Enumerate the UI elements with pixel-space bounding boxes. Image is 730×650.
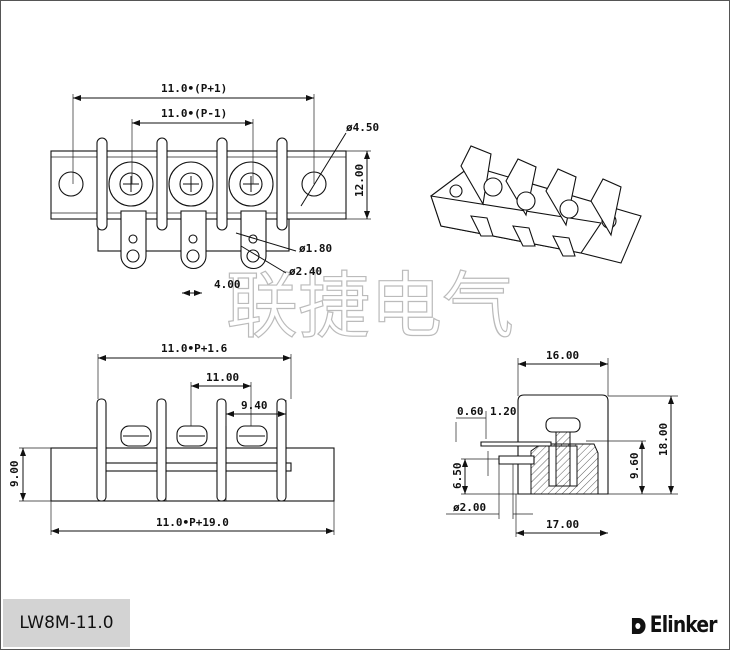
dim-front-pitch: 11.00 bbox=[206, 371, 239, 384]
dim-side-top-width: 16.00 bbox=[546, 349, 579, 362]
screws bbox=[108, 161, 274, 207]
mounting-hole-left bbox=[58, 171, 84, 197]
dim-side-pin-height: 9.60 bbox=[628, 453, 641, 480]
brand-name: Elinker bbox=[650, 613, 718, 638]
isometric-view bbox=[430, 145, 642, 264]
dim-side-total-height: 18.00 bbox=[657, 423, 670, 456]
dim-front-gap: 9.40 bbox=[241, 399, 268, 412]
barriers bbox=[96, 137, 288, 231]
front-body bbox=[50, 447, 335, 502]
dim-side-pin-level: 6.50 bbox=[451, 463, 464, 490]
dim-side-pin-diameter: ø2.00 bbox=[453, 501, 486, 514]
dim-tab-width: 4.00 bbox=[214, 278, 241, 291]
watermark-text: 联捷电气 bbox=[226, 264, 514, 348]
dim-small-hole: ø1.80 bbox=[299, 242, 332, 255]
dim-inner-pitch: 11.0•(P-1) bbox=[161, 107, 227, 120]
front-view: 11.0•P+1.6 11.00 9.40 9.00 11.0•P+19.0 bbox=[8, 342, 335, 535]
dim-front-height: 9.00 bbox=[8, 461, 21, 488]
dim-side-offset: 1.20 bbox=[490, 405, 517, 418]
dim-hole-diameter: ø4.50 bbox=[346, 121, 379, 134]
dim-front-length: 11.0•P+19.0 bbox=[156, 516, 229, 529]
dim-large-hole: ø2.40 bbox=[289, 265, 322, 278]
solder-tabs bbox=[120, 210, 267, 270]
brand-logo: Elinker bbox=[631, 613, 718, 638]
model-number: LW8M-11.0 bbox=[19, 613, 114, 633]
front-screws bbox=[120, 425, 268, 447]
dim-body-height: 12.00 bbox=[353, 164, 366, 197]
dim-side-thickness: 0.60 bbox=[457, 405, 484, 418]
elinker-logo-icon bbox=[632, 617, 646, 634]
model-label: LW8M-11.0 bbox=[3, 599, 130, 647]
dim-overall-pitch: 11.0•(P+1) bbox=[161, 82, 227, 95]
side-section-view: 16.00 18.00 9.60 0.60 1.20 6.50 ø2.00 17… bbox=[446, 349, 678, 537]
dim-front-span: 11.0•P+1.6 bbox=[161, 342, 228, 355]
top-view: 11.0•(P+1) 11.0•(P-1) ø4.50 12.00 ø1.80 … bbox=[50, 82, 379, 296]
dim-side-base-width: 17.00 bbox=[546, 518, 579, 531]
